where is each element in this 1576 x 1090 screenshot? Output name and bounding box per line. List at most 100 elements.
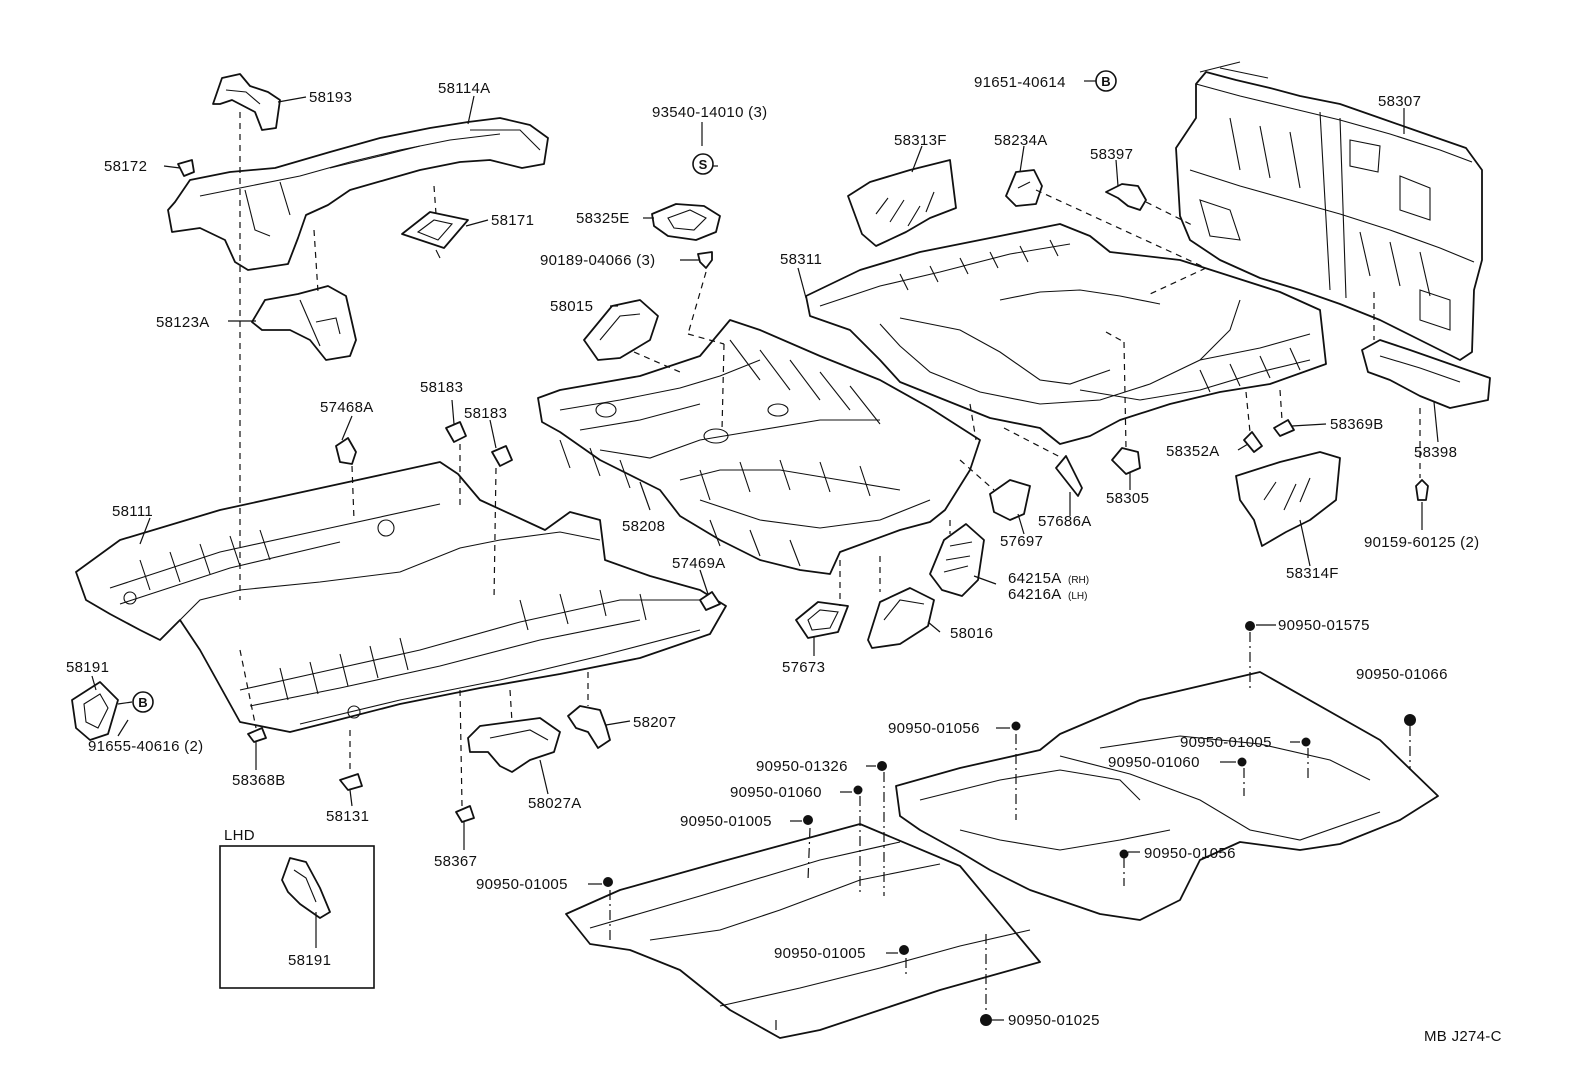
part-57469A-shape[interactable] <box>699 591 721 611</box>
floor-silencer-front-shape <box>565 823 1041 1039</box>
label-58311[interactable]: 58311 <box>780 251 822 268</box>
label-90950-01005-d[interactable]: 90950-01005 <box>774 945 866 962</box>
assembly-dashed-lines <box>239 112 1421 807</box>
part-58183-shape-a[interactable] <box>445 421 467 443</box>
part-58307-shape[interactable] <box>1175 61 1483 361</box>
label-58183-a[interactable]: 58183 <box>420 379 463 396</box>
part-58183-shape-b[interactable] <box>491 445 513 467</box>
part-58172-shape[interactable] <box>177 159 195 177</box>
part-57686A-shape[interactable] <box>1055 455 1083 497</box>
label-58314F[interactable]: 58314F <box>1286 565 1339 582</box>
label-58307[interactable]: 58307 <box>1378 93 1421 110</box>
label-58191-left[interactable]: 58191 <box>66 659 109 676</box>
part-58397-shape[interactable] <box>1105 183 1147 211</box>
floor-silencer-rear-shape <box>895 671 1439 921</box>
part-58313F-shape[interactable] <box>847 159 957 247</box>
label-58027A[interactable]: 58027A <box>528 795 582 812</box>
part-58234A-shape[interactable] <box>1005 169 1043 207</box>
label-90950-01005-c[interactable]: 90950-01005 <box>476 876 568 893</box>
lhd-inset-title: LHD <box>224 827 255 844</box>
part-57673-shape[interactable] <box>795 601 849 639</box>
plug-markers <box>603 621 1416 1026</box>
part-58368B-shape[interactable] <box>247 727 267 743</box>
label-58193[interactable]: 58193 <box>309 89 352 106</box>
label-90950-01060-a[interactable]: 90950-01060 <box>1108 754 1200 771</box>
part-58207-shape[interactable] <box>567 705 611 749</box>
label-58208[interactable]: 58208 <box>622 518 665 535</box>
b-callout-top: B <box>1095 70 1117 92</box>
label-58114A[interactable]: 58114A <box>438 80 490 97</box>
label-91655-40616[interactable]: 91655-40616 (2) <box>88 738 203 755</box>
label-90950-01025[interactable]: 90950-01025 <box>1008 1012 1100 1029</box>
leader-lines <box>91 80 1439 1021</box>
label-93540-14010[interactable]: 93540-14010 (3) <box>652 104 767 121</box>
part-58367-shape[interactable] <box>455 805 475 823</box>
b-callout-left: B <box>132 691 154 713</box>
part-64215A-64216A-shape[interactable] <box>929 523 985 597</box>
part-58015-shape[interactable] <box>583 299 659 361</box>
label-58367[interactable]: 58367 <box>434 853 477 870</box>
label-58313F[interactable]: 58313F <box>894 132 947 149</box>
label-90950-01326[interactable]: 90950-01326 <box>756 758 848 775</box>
part-58111-shape[interactable] <box>75 461 727 733</box>
label-57697[interactable]: 57697 <box>1000 533 1043 550</box>
label-90950-01066[interactable]: 90950-01066 <box>1356 666 1448 683</box>
part-58369B-shape[interactable] <box>1273 419 1295 437</box>
label-58131[interactable]: 58131 <box>326 808 369 825</box>
label-58305[interactable]: 58305 <box>1106 490 1149 507</box>
part-58305-shape[interactable] <box>1111 447 1141 475</box>
label-57686A[interactable]: 57686A <box>1038 513 1092 530</box>
part-90189-shape[interactable] <box>697 251 713 269</box>
part-58193-shape[interactable] <box>212 73 281 131</box>
label-91651-40614[interactable]: 91651-40614 <box>974 74 1066 91</box>
label-90950-01005-b[interactable]: 90950-01005 <box>680 813 772 830</box>
label-58191-lhd[interactable]: 58191 <box>288 952 331 969</box>
label-58172[interactable]: 58172 <box>104 158 147 175</box>
part-58352A-shape[interactable] <box>1243 431 1263 453</box>
label-64216A[interactable]: 64216A <box>1008 586 1062 603</box>
s-callout: S <box>692 153 714 175</box>
part-58123A-shape[interactable] <box>251 285 357 361</box>
label-90950-01005-a[interactable]: 90950-01005 <box>1180 734 1272 751</box>
label-90950-01056-a[interactable]: 90950-01056 <box>888 720 980 737</box>
part-58171-shape[interactable] <box>401 211 469 259</box>
part-58191-lhd-shape[interactable] <box>281 857 331 919</box>
part-58016-shape[interactable] <box>867 587 935 649</box>
part-58131-shape[interactable] <box>339 773 363 791</box>
label-57673[interactable]: 57673 <box>782 659 825 676</box>
label-64215A[interactable]: 64215A <box>1008 570 1062 587</box>
svg-text:B: B <box>138 695 147 710</box>
label-90950-01060-b[interactable]: 90950-01060 <box>730 784 822 801</box>
part-58208-shape[interactable] <box>537 319 981 575</box>
label-57469A[interactable]: 57469A <box>672 555 726 572</box>
label-57468A[interactable]: 57468A <box>320 399 374 416</box>
part-90159-shape[interactable] <box>1415 479 1429 501</box>
label-58369B[interactable]: 58369B <box>1330 416 1384 433</box>
part-57697-shape[interactable] <box>989 479 1031 521</box>
label-58325E[interactable]: 58325E <box>576 210 630 227</box>
label-58368B[interactable]: 58368B <box>232 772 286 789</box>
part-58114A-shape[interactable] <box>167 117 549 271</box>
label-58398[interactable]: 58398 <box>1414 444 1457 461</box>
label-58207[interactable]: 58207 <box>633 714 676 731</box>
part-58311-shape[interactable] <box>805 223 1327 445</box>
label-58397[interactable]: 58397 <box>1090 146 1133 163</box>
part-58027A-shape[interactable] <box>467 717 561 773</box>
label-90950-01056-b[interactable]: 90950-01056 <box>1144 845 1236 862</box>
part-57468A-shape[interactable] <box>335 437 357 465</box>
label-90189-04066[interactable]: 90189-04066 (3) <box>540 252 655 269</box>
label-58183-b[interactable]: 58183 <box>464 405 507 422</box>
label-58016[interactable]: 58016 <box>950 625 993 642</box>
part-58191-left-shape[interactable] <box>71 681 119 741</box>
label-58111[interactable]: 58111 <box>112 503 153 520</box>
part-58314F-shape[interactable] <box>1235 451 1341 547</box>
label-58352A[interactable]: 58352A <box>1166 443 1220 460</box>
label-58123A[interactable]: 58123A <box>156 314 210 331</box>
label-90159-60125[interactable]: 90159-60125 (2) <box>1364 534 1479 551</box>
part-58325E-shape[interactable] <box>651 203 721 241</box>
part-58398-shape[interactable] <box>1361 339 1491 409</box>
label-90950-01575[interactable]: 90950-01575 <box>1278 617 1370 634</box>
label-58234A[interactable]: 58234A <box>994 132 1048 149</box>
label-58171[interactable]: 58171 <box>491 212 534 229</box>
label-58015[interactable]: 58015 <box>550 298 593 315</box>
